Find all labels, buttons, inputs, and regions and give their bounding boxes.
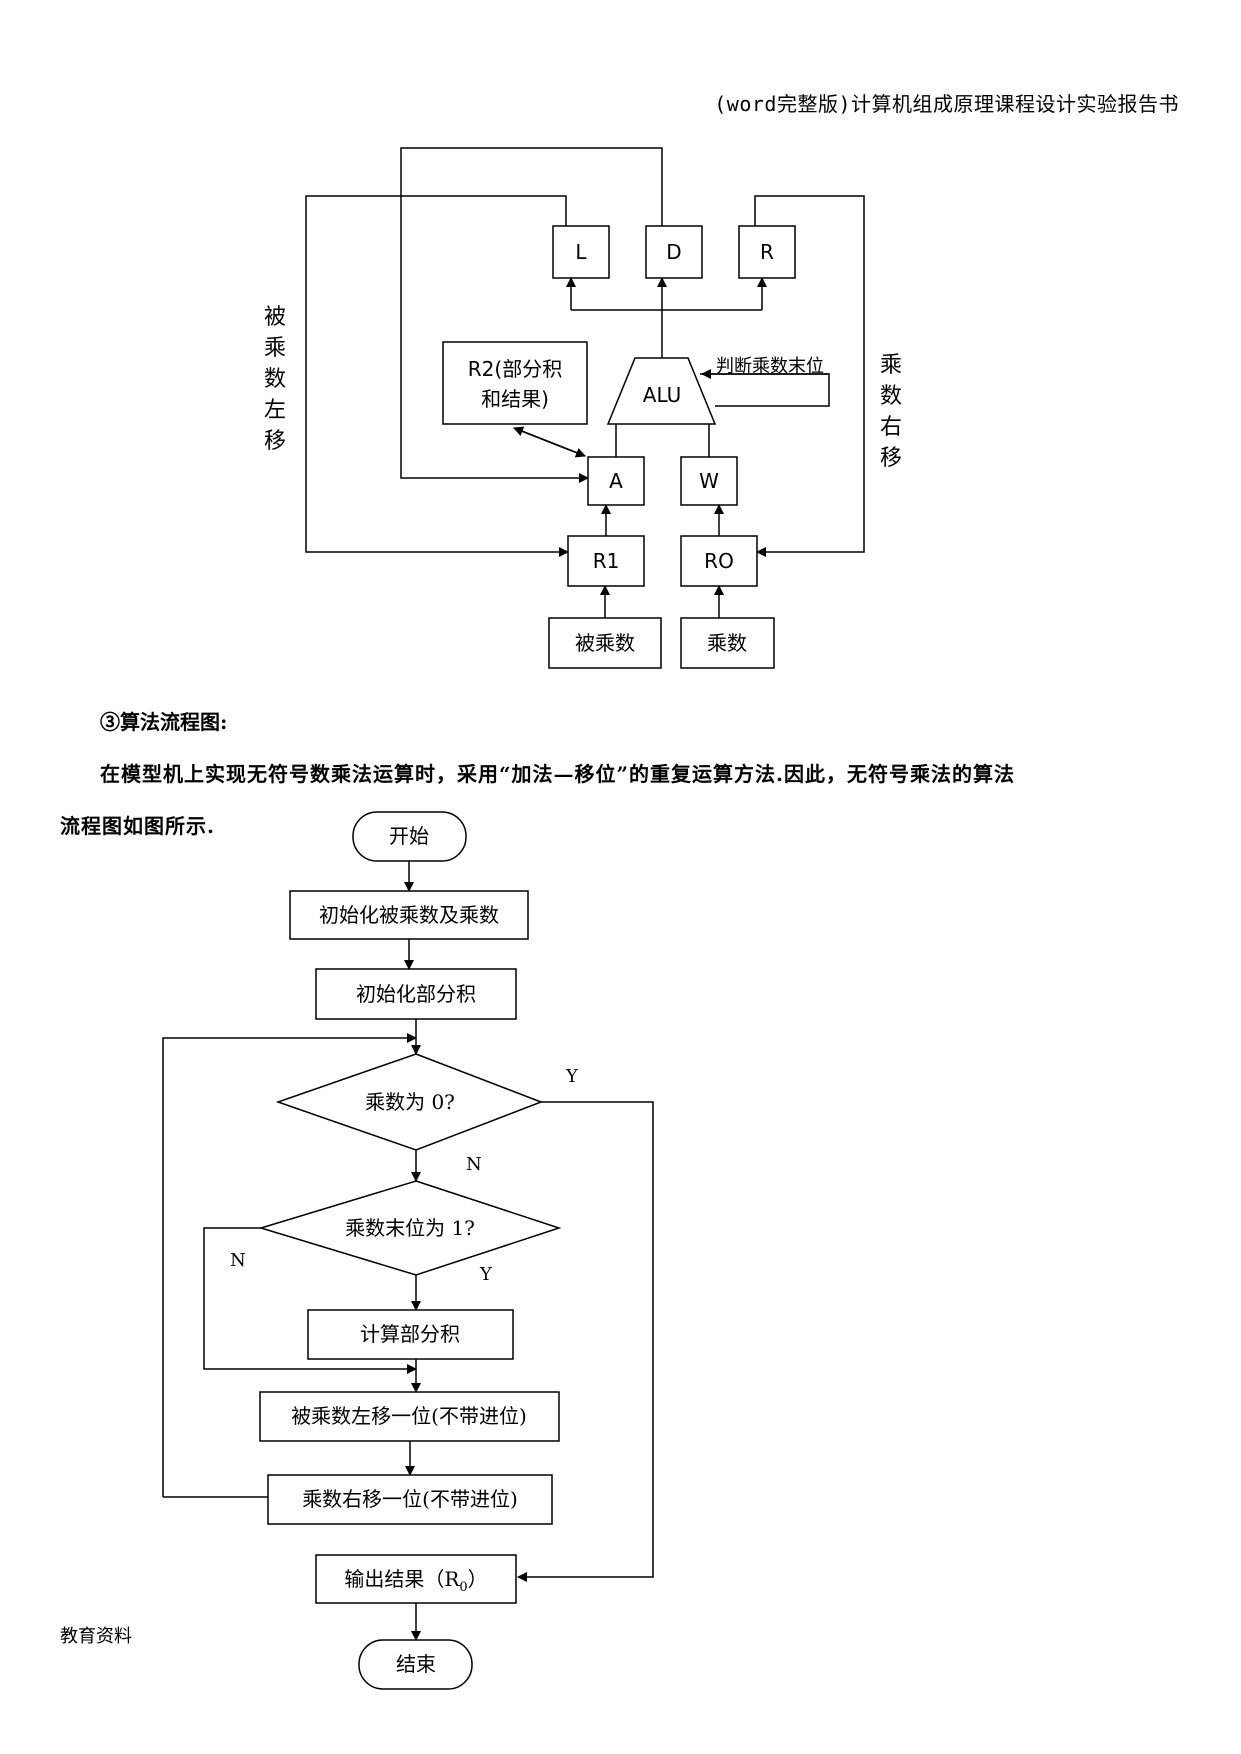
decision-zero-label: 乘数为 0? (365, 1090, 455, 1114)
shift-left-label: 被乘数左移一位(不带进位) (291, 1404, 527, 1428)
decision-lsb-yes-label: Y (479, 1264, 493, 1285)
right-shift-char-1: 乘 (880, 353, 902, 378)
right-shift-char-3: 右 (880, 415, 902, 440)
multiplier-label: 乘数 (707, 631, 747, 655)
footer-text: 教育资料 (60, 1626, 132, 1647)
hardware-diagram (305, 147, 865, 669)
multiplier-input-box (680, 617, 775, 669)
register-r2-box (442, 341, 588, 425)
start-label: 开始 (389, 824, 429, 848)
register-a-label: A (609, 469, 623, 493)
left-shift-char-3: 数 (264, 367, 286, 392)
end-terminal (358, 1639, 473, 1690)
register-l-label: L (575, 240, 587, 264)
section-paragraph-line2: 流程图如图所示. (60, 814, 215, 838)
shift-right-box (267, 1474, 553, 1525)
register-r1-label: R1 (593, 549, 620, 573)
compute-partial-label: 计算部分积 (360, 1322, 460, 1346)
right-shift-char-4: 移 (880, 446, 902, 471)
flowchart (162, 811, 654, 1690)
left-shift-char-4: 左 (264, 398, 286, 423)
register-w-label: W (699, 469, 719, 493)
r2-label-line2: 和结果) (481, 387, 549, 411)
register-r-box (738, 225, 796, 279)
output-label-main: 输出结果（R (344, 1567, 460, 1591)
output-label-close: ） (468, 1567, 488, 1591)
shift-right-label: 乘数右移一位(不带进位) (302, 1487, 518, 1511)
decision-lsb-no-label: N (230, 1250, 246, 1271)
judge-lsb-label: 判断乘数末位 (716, 356, 824, 377)
init-partial-label: 初始化部分积 (356, 982, 476, 1006)
decision-lsb-label: 乘数末位为 1? (345, 1216, 475, 1240)
section-heading: ③算法流程图: (100, 710, 228, 734)
decision-zero-yes-label: Y (565, 1066, 579, 1087)
end-label: 结束 (396, 1652, 436, 1676)
section-paragraph-line1: 在模型机上实现无符号数乘法运算时，采用“加法—移位”的重复运算方法.因此，无符号… (100, 762, 1015, 786)
compute-partial-box (307, 1309, 514, 1360)
register-r-label: R (760, 240, 774, 264)
register-r0-label: RO (704, 549, 734, 573)
document-header: (word完整版)计算机组成原理课程设计实验报告书 (714, 92, 1179, 116)
multiplicand-label: 被乘数 (575, 631, 635, 655)
output-label: 输出结果（R0） (344, 1567, 487, 1595)
left-shift-char-2: 乘 (264, 336, 286, 361)
left-shift-char-1: 被 (264, 305, 286, 330)
left-shift-char-5: 移 (264, 429, 286, 454)
register-d-box (645, 225, 703, 279)
alu-label: ALU (643, 383, 681, 407)
right-shift-char-2: 数 (880, 384, 902, 409)
decision-zero-no-label: N (466, 1154, 482, 1175)
register-l-box (552, 225, 610, 279)
r2-label-line1: R2(部分积 (468, 357, 562, 381)
register-d-label: D (666, 240, 681, 264)
output-label-subscript: 0 (459, 1580, 467, 1595)
alu-shape (606, 357, 717, 425)
init-operands-label: 初始化被乘数及乘数 (319, 903, 499, 927)
